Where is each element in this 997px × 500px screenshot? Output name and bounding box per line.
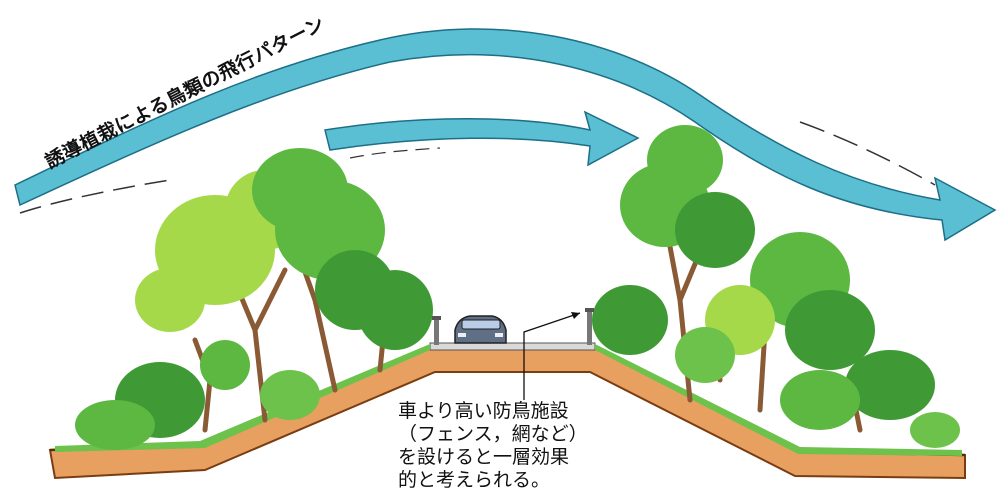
leader-arrowhead bbox=[571, 312, 580, 319]
bird-fence bbox=[432, 308, 594, 345]
right-foliage bbox=[592, 125, 960, 448]
flight-arrow-small bbox=[324, 110, 640, 167]
motion-line bbox=[799, 121, 936, 186]
note-line: （フェンス，網など） bbox=[398, 423, 588, 445]
motion-line bbox=[19, 179, 171, 214]
grass-left bbox=[55, 344, 430, 452]
left-foliage bbox=[75, 148, 433, 450]
note-line: 車より高い防鳥施設 bbox=[398, 400, 569, 422]
note-line: 的と考えられる。 bbox=[398, 469, 551, 491]
fence-note: 車より高い防鳥施設 （フェンス，網など） を設けると一層効果 的と考えられる。 bbox=[398, 400, 588, 492]
road-surface bbox=[429, 342, 596, 351]
note-line: を設けると一層効果 bbox=[398, 446, 570, 468]
flight-arrow-large bbox=[14, 28, 997, 242]
leader-line bbox=[523, 312, 581, 400]
motion-line bbox=[349, 147, 441, 159]
car bbox=[454, 315, 507, 344]
